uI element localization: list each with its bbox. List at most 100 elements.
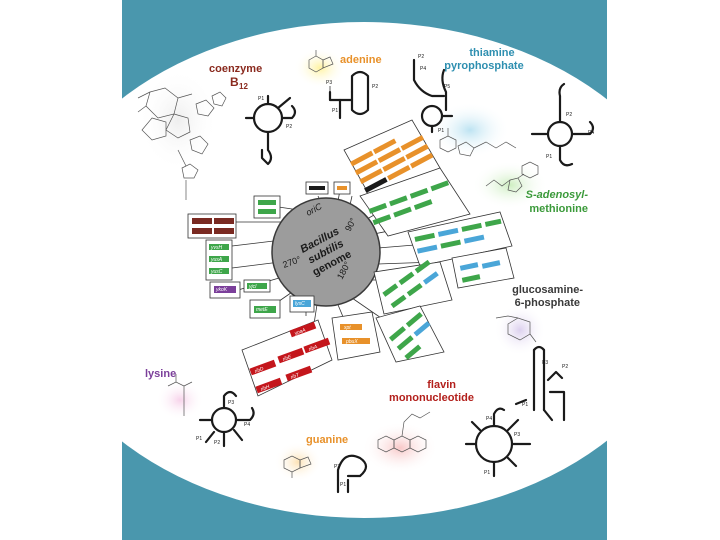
panel-fmn-right (375, 305, 445, 363)
gene-panels: xpt pbuX ypaA ribD ribE ribA ribH ribT y… (187, 119, 515, 397)
gene-bar (382, 156, 406, 172)
glcn-glow (494, 304, 546, 356)
gene-bar (481, 260, 501, 269)
rna-structures (198, 58, 595, 494)
glucosamine-structure (495, 315, 537, 343)
gene-label-ribA: ribA (308, 344, 319, 353)
gene-bar (440, 239, 461, 249)
label-adenine: adenine (340, 54, 382, 66)
gene-yusC (209, 268, 229, 274)
gene-bar (430, 180, 450, 192)
gene-bar (337, 186, 347, 190)
helix-label-p1: P1 (258, 96, 264, 102)
gene-ribD (249, 359, 277, 376)
gene-bar (372, 138, 397, 155)
adenine-glow (294, 48, 346, 88)
helix-label-p3: P3 (326, 80, 332, 86)
helix-label-p4: P4 (244, 422, 250, 428)
guanine-glow (274, 442, 322, 482)
gene-bar (389, 195, 408, 207)
gene-bar (416, 244, 438, 254)
helix-label-p2: P2 (372, 84, 378, 90)
helix-label-p4: P4 (486, 416, 492, 422)
helix-label-p1: P1 (196, 436, 202, 442)
label-sam-line2: methionine (529, 203, 588, 215)
gene-bar (258, 200, 276, 205)
helix-label-p1: P1 (332, 108, 338, 114)
coenzyme-aptamer (244, 94, 297, 166)
gene-bar (382, 283, 399, 297)
coenzyme-b12-structure (137, 87, 227, 200)
gene-label-yusC: yusC (210, 269, 223, 275)
label-glcn-line1: glucosamine- (512, 284, 583, 296)
fmn-structure (377, 411, 431, 453)
gene-label-yvsH: yvsH (210, 245, 223, 251)
gene-bar (409, 187, 429, 199)
label-coenzyme-line2: B (230, 75, 239, 89)
panel-b12-left (187, 213, 237, 239)
gene-bar (414, 232, 436, 242)
helix-label-p2: P2 (562, 364, 568, 370)
helix-labels: P1 P2 P3 P2 P4 P5 P1 P2 P4 P1 P3 P2 P1 P… (196, 54, 594, 488)
gene-label-xpt: xpt (343, 325, 351, 331)
label-thiamine-line2: pyrophosphate (444, 60, 523, 72)
gene-bar (414, 259, 431, 274)
gene-bar (214, 228, 234, 234)
gene-label-ykoK: ykoK (215, 287, 228, 293)
helix-label-p2: P2 (214, 440, 220, 446)
gene-bar (309, 186, 325, 190)
label-glcn-line2: 6-phosphate (515, 297, 580, 309)
gene-bar (409, 152, 434, 169)
gene-bar (400, 135, 425, 151)
helix-label-p2: P2 (286, 124, 292, 130)
gene-xpt (340, 324, 362, 330)
gene-ribH (255, 377, 283, 394)
gene-label-metE: metE (256, 307, 268, 313)
ligand-labels: adenine coenzyme B 12 thiamine pyrophosp… (145, 47, 588, 446)
gene-bar (387, 164, 411, 181)
gene-bar (461, 274, 481, 283)
gene-bar (349, 150, 374, 167)
gene-bar (413, 321, 431, 337)
label-sam-line1: S-adenosyl- (526, 189, 589, 201)
page-margin-left (0, 0, 122, 540)
gene-ribT (285, 365, 313, 382)
panel-green-top-left (253, 195, 281, 219)
gene-bar (406, 282, 423, 297)
label-coenzyme-line1: coenzyme (209, 63, 262, 75)
gene-yusA (209, 256, 229, 262)
gene-label-ribD: ribD (254, 366, 265, 375)
helix-label-p3: P3 (542, 360, 548, 366)
gene-bar (404, 344, 422, 360)
gene-label-yusA: yusA (210, 257, 223, 263)
guanine-structure (283, 455, 312, 478)
gene-bar (368, 202, 388, 214)
gene-yjcI (247, 283, 267, 289)
thiamine-aptamer (412, 58, 454, 134)
label-fmn-line2: mononucleotide (389, 392, 474, 404)
gene-bar (422, 271, 439, 285)
label-fmn-line1: flavin (427, 379, 456, 391)
gene-bar (192, 228, 212, 234)
adenine-aptamer (328, 70, 370, 120)
page-margin-right (607, 0, 720, 540)
gene-bar (377, 147, 402, 163)
thiamine-structure (439, 128, 517, 157)
gene-lysC (293, 300, 311, 307)
label-guanine: guanine (306, 434, 348, 446)
gene-label-ribT: ribT (290, 372, 301, 381)
gene-bar (459, 262, 479, 271)
gene-bar (461, 222, 482, 232)
gene-bar (405, 311, 423, 328)
gene-label-pbuX: pbuX (345, 339, 358, 345)
lysine-aptamer (198, 390, 255, 448)
label-coenzyme-sub: 12 (239, 82, 248, 91)
helix-label-p2: P2 (566, 112, 572, 118)
helix-label-p3: P3 (334, 464, 340, 470)
coenzyme-glow (138, 68, 218, 172)
genome-circle (271, 197, 381, 307)
gene-label-lysC: lysC (295, 301, 305, 307)
gene-label-ribE: ribE (282, 354, 293, 363)
gene-ribA (303, 337, 331, 354)
gene-bar (354, 159, 379, 176)
